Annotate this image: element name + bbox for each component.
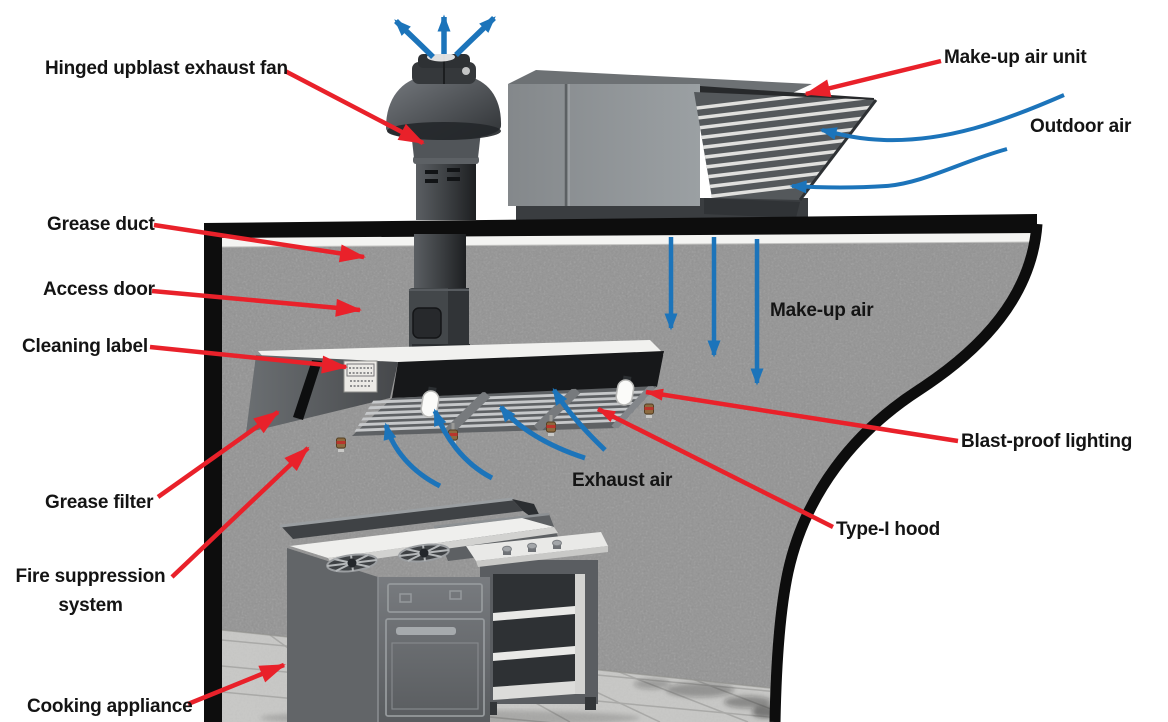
oven <box>385 583 485 717</box>
label-cooking-appliance: Cooking appliance <box>27 696 193 717</box>
callout-access-door <box>151 288 362 317</box>
grease-filter-edge <box>293 360 322 420</box>
cleaning-label-sticker <box>343 360 378 393</box>
label-access-door: Access door <box>43 279 155 300</box>
callout-make-up-air-unit <box>804 58 942 98</box>
fan-exhaust-arrows <box>394 14 496 59</box>
callout-type-i-hood <box>596 406 835 530</box>
callout-blast-proof-lighting <box>645 388 959 444</box>
air-flow-arrows <box>383 14 1065 489</box>
label-fire-suppression-system: Fire suppression system <box>15 566 166 616</box>
callout-grease-duct <box>153 222 366 263</box>
access-door <box>412 307 442 339</box>
cooking-appliance <box>260 497 640 722</box>
fire-suppression-nozzles <box>336 397 654 452</box>
wall-cutaway-curve <box>769 223 1043 722</box>
callout-fire-suppression <box>170 446 310 579</box>
make-up-air-arrows <box>664 237 764 386</box>
callout-grease-filter <box>156 410 280 499</box>
label-blast-proof-lighting: Blast-proof lighting <box>961 431 1133 452</box>
exhaust-air-arrows <box>383 387 607 489</box>
label-make-up-air: Make-up air <box>770 300 874 321</box>
callout-cooking-appliance <box>187 662 286 707</box>
callout-arrows <box>149 58 959 707</box>
label-exhaust-air: Exhaust air <box>572 470 673 491</box>
callout-exhaust-fan <box>283 69 425 145</box>
roof-edge <box>204 214 1037 722</box>
grease-duct <box>409 234 470 356</box>
shelf-unit <box>480 560 598 715</box>
blast-proof-light <box>615 375 635 406</box>
label-grease-filter: Grease filter <box>45 492 154 513</box>
label-type-i-hood: Type-I hood <box>836 519 941 540</box>
label-cleaning-label: Cleaning label <box>22 336 149 357</box>
label-hinged-upblast-exhaust-fan: Hinged upblast exhaust fan <box>45 58 288 79</box>
label-outdoor-air: Outdoor air <box>1030 116 1132 137</box>
label-make-up-air-unit: Make-up air unit <box>944 47 1087 68</box>
make-up-air-unit <box>508 70 878 220</box>
callout-cleaning-label <box>149 344 348 374</box>
oven-handle <box>396 627 456 635</box>
label-grease-duct: Grease duct <box>47 214 155 235</box>
control-knobs <box>502 539 562 555</box>
outdoor-air-arrows <box>789 93 1065 194</box>
gas-burners <box>326 543 450 573</box>
